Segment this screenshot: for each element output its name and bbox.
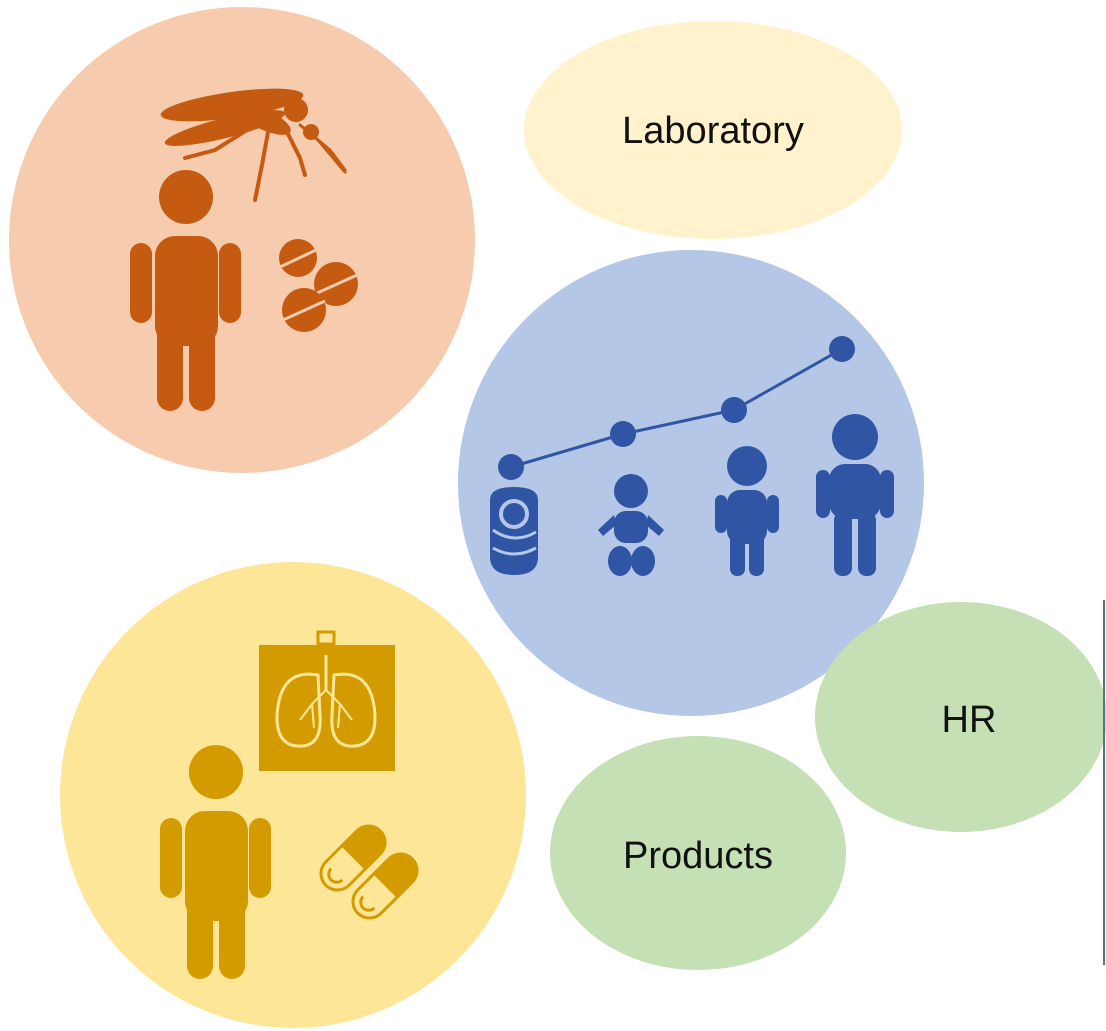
mosquito-icon [160, 88, 347, 202]
tb-group [60, 562, 526, 1028]
growth-point [498, 454, 524, 480]
growth-point [721, 397, 747, 423]
newborn-icon [490, 487, 538, 575]
growth-point [610, 421, 636, 447]
malaria-circle [9, 7, 475, 473]
child-icon [715, 446, 779, 576]
tb-circle [60, 562, 526, 1028]
growth-group [458, 250, 924, 716]
hr-label: HR [942, 699, 997, 741]
hr-ellipse [815, 602, 1106, 832]
laboratory-node: Laboratory [524, 21, 902, 239]
baby-icon [598, 474, 664, 576]
pills-icon [279, 239, 358, 332]
adult-icon [816, 414, 894, 576]
malaria-group [9, 7, 475, 473]
person-icon [160, 745, 271, 979]
capsules-icon [319, 824, 419, 920]
person-icon [130, 170, 241, 411]
products-label: Products [623, 835, 773, 877]
growth-point [829, 336, 855, 362]
laboratory-label: Laboratory [622, 110, 804, 152]
hr-node: HR [815, 602, 1106, 832]
products-ellipse [550, 736, 846, 970]
products-node: Products [550, 736, 846, 970]
lung-xray-icon [259, 630, 395, 771]
growth-line-icon [498, 336, 855, 480]
growth-circle [458, 250, 924, 716]
laboratory-ellipse [524, 21, 902, 239]
